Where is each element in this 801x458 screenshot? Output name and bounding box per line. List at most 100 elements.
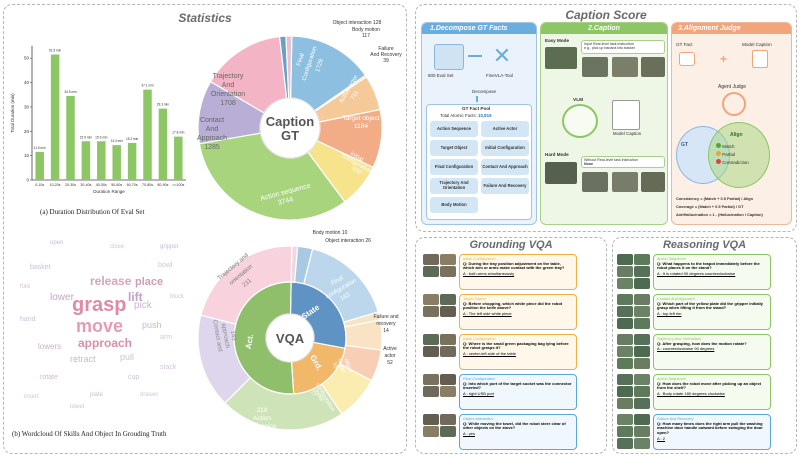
wordcloud-word: open (50, 240, 64, 246)
wordcloud-word: basket (30, 264, 51, 271)
y-tick-label: 20 (24, 129, 30, 134)
label-action-2: sequence (248, 423, 277, 430)
wordcloud-word: plate (90, 392, 104, 398)
video-frame (617, 254, 633, 265)
video-frame (423, 346, 439, 357)
bar-value-label: 15.9 min (95, 135, 107, 139)
label-trajectory: Trajectory (213, 73, 244, 80)
label-target-value: 1184 (354, 123, 368, 130)
video-frame (634, 306, 650, 317)
fact-chip: Active Actor (481, 121, 529, 137)
bar (127, 142, 137, 180)
bar-value-label: 17.8 min (172, 131, 184, 135)
vqa-card-answer: A : 2 (657, 435, 666, 441)
bar (35, 151, 44, 180)
arrow-right-icon (468, 55, 482, 57)
vqa-card-question: Q: What happens to the teapot immediatel… (657, 260, 760, 271)
video-frame (634, 386, 650, 397)
label-active: Active (383, 346, 397, 352)
agent-judge-label: Agent Judge (718, 84, 747, 90)
fact-chip: Initial Configuration (481, 140, 529, 156)
down-arrow-icon (476, 96, 478, 102)
video-frame (440, 426, 456, 437)
label-failure-2: And Recovery (370, 52, 402, 58)
video-frame (423, 306, 439, 317)
label-target-2: object (343, 358, 354, 374)
video-frame (423, 414, 439, 425)
vqa-card-answer: A : The left side white piece (463, 311, 512, 317)
label-trajectory-3: Orientation (211, 91, 245, 98)
vqa-card-question: Q: How does the robot move after picking… (657, 380, 762, 391)
easy-mode-label: Easy Mode (545, 38, 569, 43)
label-trajectory-2: And (222, 82, 235, 89)
video-frame (423, 386, 439, 397)
easy-video-frame-2 (582, 57, 608, 77)
easy-instruction-text: Input Real-level task instruction (584, 42, 634, 46)
wordcloud-word: drawer (140, 392, 159, 398)
label-contact-value: 163 (229, 330, 237, 342)
x-tick-label: 0-10s (35, 183, 44, 187)
vqa-card-answer: A : top left rim (657, 311, 682, 317)
grounding-vqa-title: Grounding VQA (469, 239, 553, 251)
vqa-card-question: Q: While moving the towel, did the robot… (463, 420, 566, 431)
label-body-motion-value: 117 (362, 33, 370, 39)
center-title: VQA (276, 331, 305, 346)
label-body-motion: Body motion 10 (313, 230, 348, 236)
wordcloud-word: cup (128, 374, 140, 381)
contradiction-label: Contradiction (722, 160, 749, 165)
vqa-card-answer: A : Body rotate 180 degrees clockwise (657, 391, 725, 397)
document-icon (752, 50, 768, 68)
plus-icon: + (720, 52, 728, 66)
wordcloud-word: insert (24, 394, 39, 400)
vqa-card-category: Initial Configuration (463, 337, 496, 341)
bar-value-label: 37.1 min (141, 84, 153, 88)
video-frame (617, 346, 633, 357)
video-frame (617, 426, 633, 437)
bar-value-label: 51.5 min (49, 49, 61, 53)
match-label: Match (722, 144, 735, 149)
outer-slice (200, 245, 293, 325)
step2-header: 2.Caption (541, 23, 667, 34)
x-tick-label: 20-30s (65, 183, 76, 187)
video-frame (440, 254, 456, 265)
bar (66, 95, 75, 180)
x-axis-label: Duration Range (93, 189, 125, 194)
x-tick-label: 40-50s (96, 183, 107, 187)
formula-coverage: Coverage = (Match + 0.5 Partial) / GT (676, 204, 744, 209)
wordcloud-word: stack (160, 364, 177, 371)
vqa-card-answer: A : counterclockwise 90 degrees (657, 346, 715, 352)
bar-chart-caption: (a) Duration Distribution Of Eval Set (40, 208, 145, 216)
hard-video-frame-1 (545, 162, 577, 184)
label-failure: Failure (378, 46, 394, 52)
label-active-value: 52 (387, 360, 393, 366)
fact-chip: Contact And Approach (481, 159, 529, 175)
video-frame (634, 374, 650, 385)
label-target: Target (336, 357, 347, 374)
model-caption-icon (612, 100, 640, 130)
video-frame (440, 414, 456, 425)
wordcloud-word: gripper (160, 244, 179, 250)
fact-chip: Failure And Recovery (481, 178, 529, 194)
label-action: Action (253, 415, 271, 422)
tool-label: FineVLA-Tool (486, 73, 514, 78)
inner-label-act: Act. (244, 333, 255, 349)
label-object-interaction: Object interaction 26 (325, 238, 371, 244)
wordcloud-word: lift (128, 290, 143, 304)
y-tick-label: 0 (26, 178, 29, 183)
statistics-panel: Statistics (3, 4, 407, 454)
label-action-sequence-value: 3744 (277, 196, 294, 207)
label-initial-value: 77 (309, 389, 317, 397)
pie-center (259, 97, 321, 159)
y-axis-label: Total Duration (min) (10, 93, 15, 133)
y-tick-label: 40 (24, 80, 30, 85)
video-frame (634, 334, 650, 345)
vlm-network-icon (562, 104, 598, 138)
label-object-interaction: Object interaction 128 (333, 20, 382, 26)
